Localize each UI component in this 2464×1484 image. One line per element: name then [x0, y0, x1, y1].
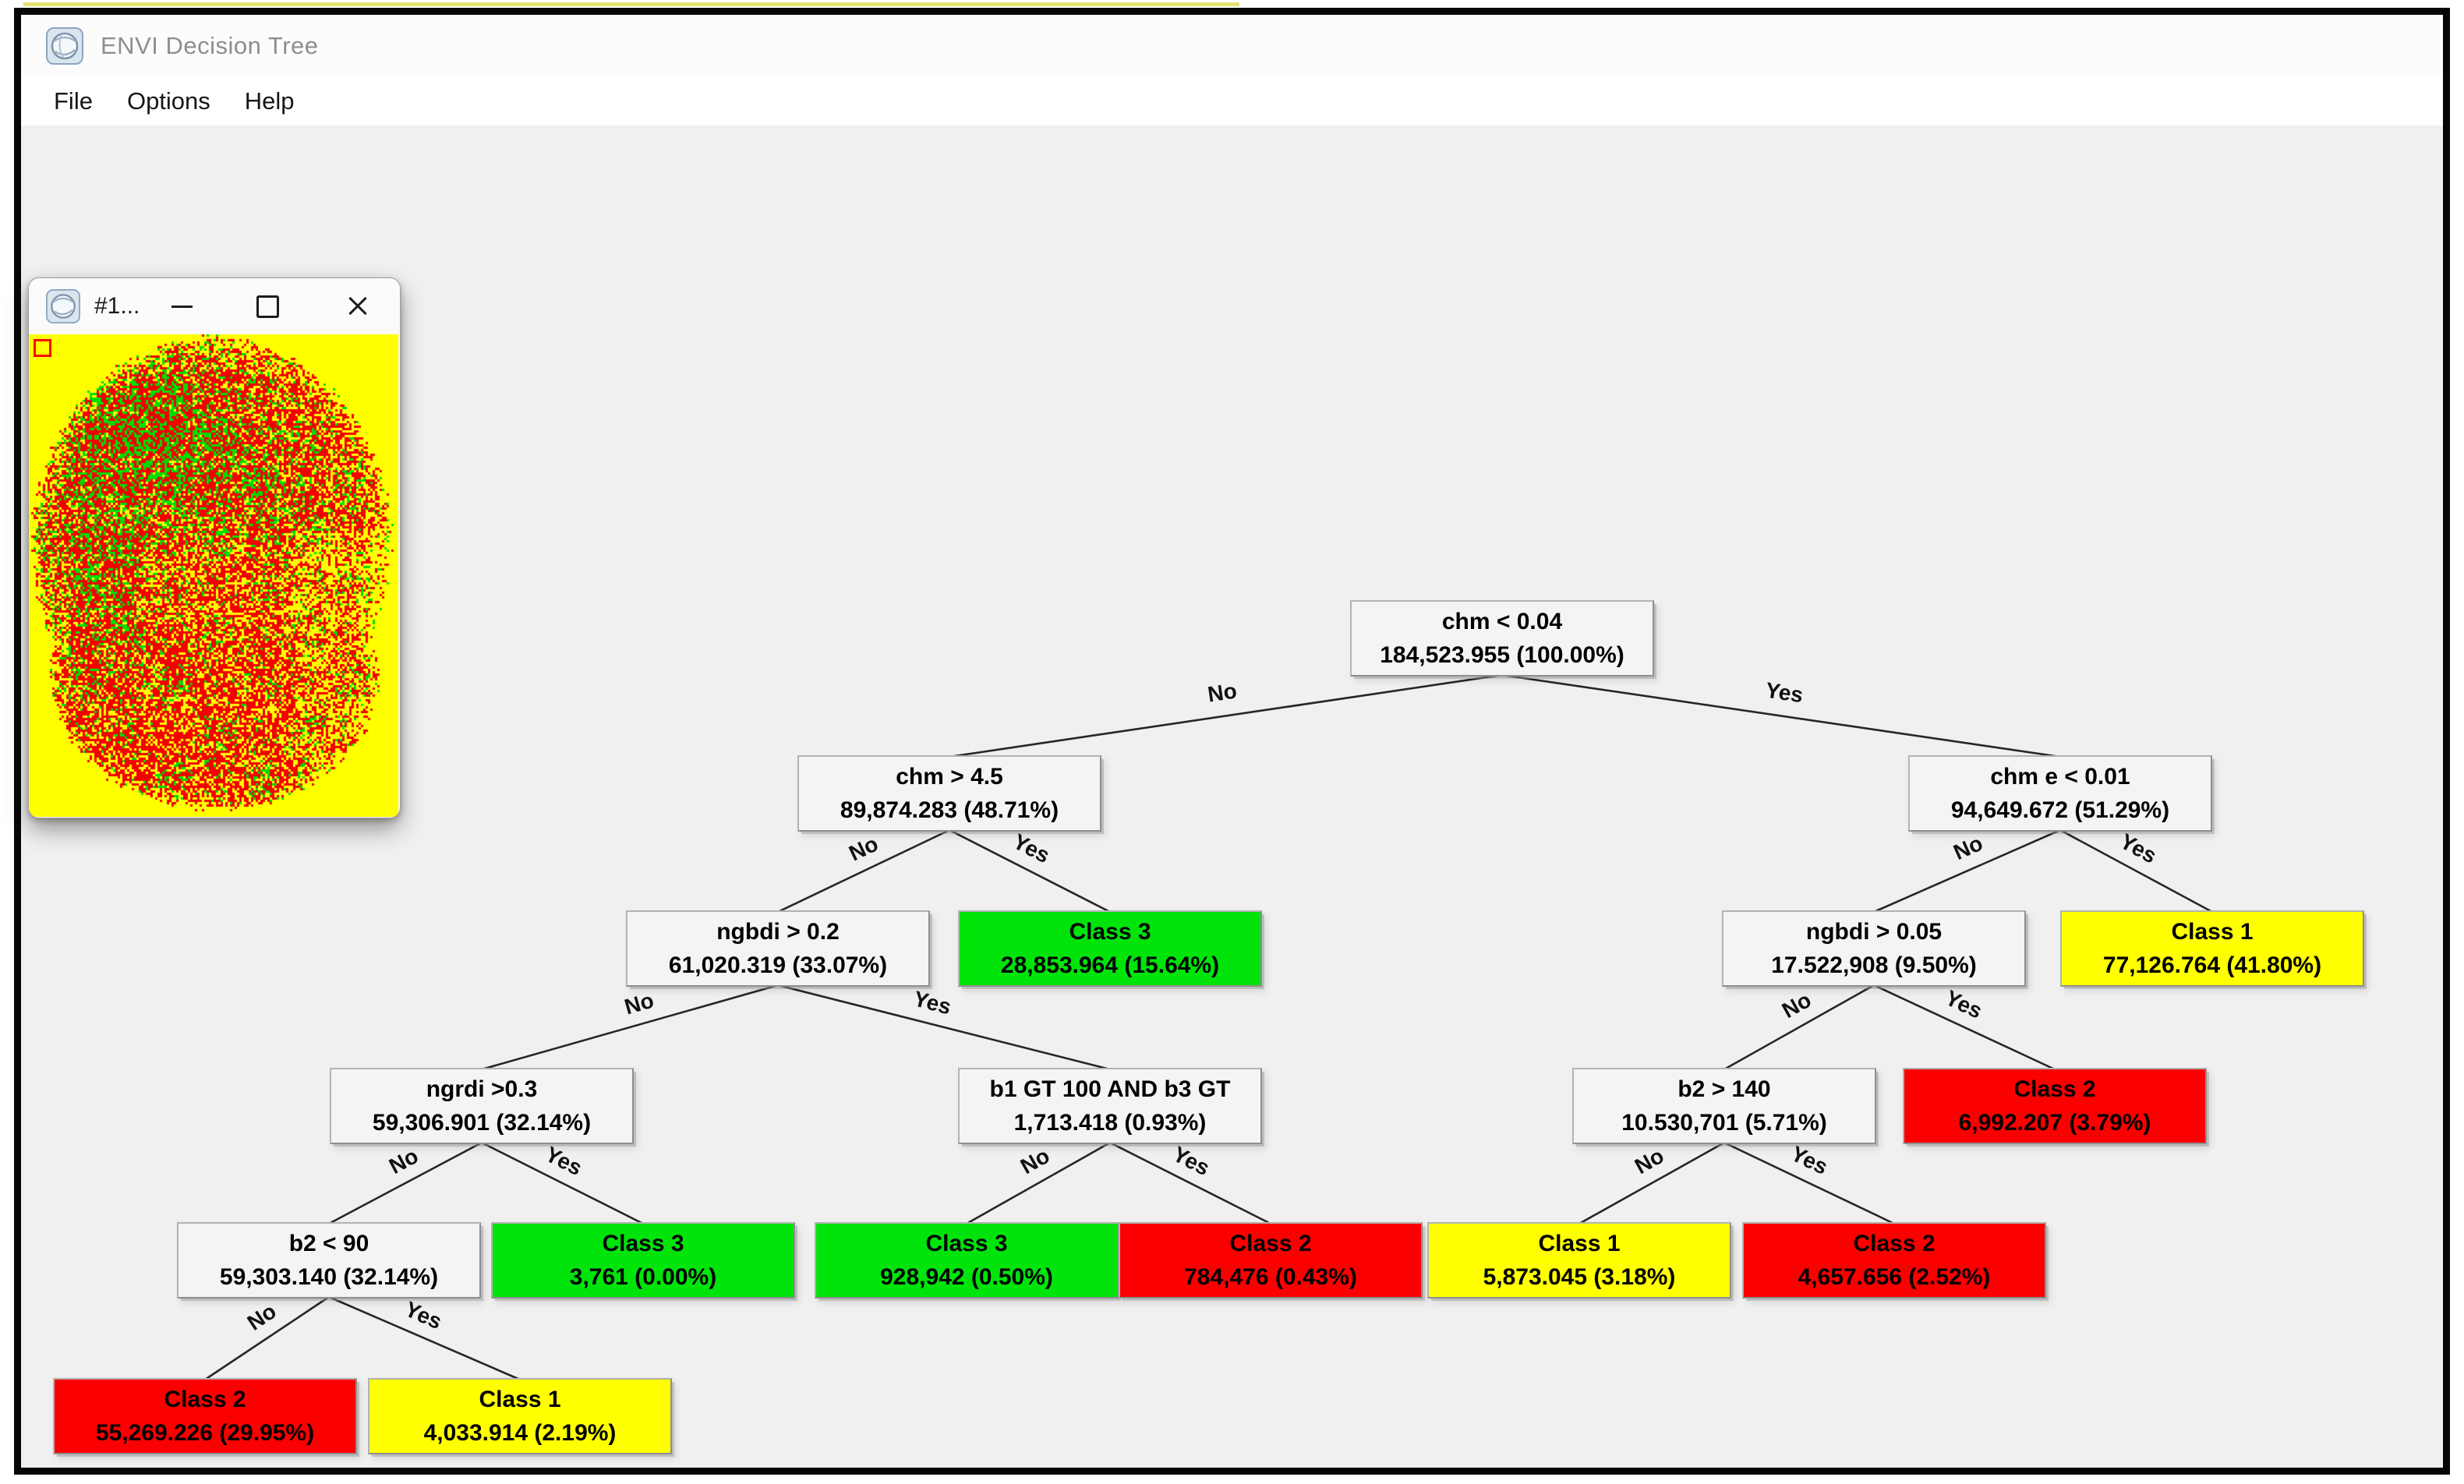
- node-value: 1,713.418 (0.93%): [1013, 1110, 1207, 1136]
- node-value: 55,269.226 (29.95%): [95, 1420, 315, 1446]
- node-label: Class 2: [2013, 1076, 2096, 1102]
- node-label: b2 > 140: [1677, 1076, 1771, 1102]
- node-value: 89,874.283 (48.71%): [840, 797, 1059, 823]
- node-label: b2 < 90: [288, 1231, 369, 1256]
- node-label: Class 3: [602, 1231, 684, 1256]
- tree-node-n5d[interactable]: Class 2 784,476 (0.43%): [1119, 1222, 1423, 1298]
- child-window-icon: [46, 289, 80, 323]
- minimize-icon: [171, 305, 193, 308]
- node-label: chm e < 0.01: [1990, 764, 2130, 790]
- node-label: Class 3: [925, 1231, 1008, 1256]
- tree-node-n2l[interactable]: chm > 4.5 89,874.283 (48.71%): [797, 755, 1101, 832]
- tree-node-n5c[interactable]: Class 3 928,942 (0.50%): [815, 1222, 1119, 1298]
- node-value: 10.530,701 (5.71%): [1621, 1110, 1827, 1136]
- tree-node-n3d[interactable]: Class 1 77,126.764 (41.80%): [2060, 910, 2364, 987]
- title-bar: ENVI Decision Tree: [21, 15, 2443, 77]
- background-window-sliver: [23, 2, 1239, 6]
- node-value: 77,126.764 (41.80%): [2102, 952, 2322, 978]
- node-value: 61,020.319 (33.07%): [668, 952, 888, 978]
- envi-app-icon: [46, 27, 83, 65]
- node-value: 184,523.955 (100.00%): [1380, 642, 1624, 668]
- child-window-title-bar[interactable]: #1...: [29, 278, 400, 334]
- maximize-button[interactable]: [253, 292, 281, 320]
- maximize-icon: [256, 295, 279, 318]
- child-window-title: #1...: [94, 293, 140, 319]
- minimize-button[interactable]: [168, 292, 196, 320]
- tree-node-n3b[interactable]: Class 3 28,853.964 (15.64%): [958, 910, 1262, 987]
- tree-node-n4d[interactable]: Class 2 6,992.207 (3.79%): [1903, 1068, 2207, 1144]
- tree-node-n4c[interactable]: b2 > 140 10.530,701 (5.71%): [1572, 1068, 1876, 1144]
- tree-node-n5e[interactable]: Class 1 5,873.045 (3.18%): [1427, 1222, 1731, 1298]
- menu-file[interactable]: File: [54, 87, 93, 115]
- node-value: 3,761 (0.00%): [569, 1264, 717, 1290]
- node-label: chm < 0.04: [1441, 609, 1563, 634]
- tree-node-n5a[interactable]: b2 < 90 59,303.140 (32.14%): [177, 1222, 481, 1298]
- node-label: Class 2: [164, 1387, 246, 1412]
- image-display-window[interactable]: #1...: [28, 277, 401, 818]
- node-value: 94,649.672 (51.29%): [1950, 797, 2170, 823]
- node-label: Class 1: [479, 1387, 561, 1412]
- node-value: 784,476 (0.43%): [1184, 1264, 1357, 1290]
- node-label: Class 3: [1069, 919, 1151, 945]
- window-title: ENVI Decision Tree: [101, 32, 319, 59]
- node-label: b1 GT 100 AND b3 GT: [989, 1076, 1231, 1102]
- tree-node-n5b[interactable]: Class 3 3,761 (0.00%): [491, 1222, 795, 1298]
- tree-node-n5f[interactable]: Class 2 4,657.656 (2.52%): [1742, 1222, 2046, 1298]
- classification-image[interactable]: [29, 334, 398, 817]
- node-label: ngrdi >0.3: [426, 1076, 538, 1102]
- tree-node-root[interactable]: chm < 0.04 184,523.955 (100.00%): [1350, 600, 1654, 677]
- menu-help[interactable]: Help: [244, 87, 295, 115]
- node-value: 28,853.964 (15.64%): [1000, 952, 1220, 978]
- tree-node-n6b[interactable]: Class 1 4,033.914 (2.19%): [368, 1378, 672, 1454]
- close-button[interactable]: [344, 292, 372, 320]
- node-label: Class 2: [1229, 1231, 1312, 1256]
- node-value: 928,942 (0.50%): [880, 1264, 1053, 1290]
- tree-node-n4b[interactable]: b1 GT 100 AND b3 GT 1,713.418 (0.93%): [958, 1068, 1262, 1144]
- node-value: 59,306.901 (32.14%): [372, 1110, 592, 1136]
- menu-options[interactable]: Options: [126, 87, 210, 115]
- node-label: Class 2: [1853, 1231, 1935, 1256]
- tree-node-n2r[interactable]: chm e < 0.01 94,649.672 (51.29%): [1908, 755, 2212, 832]
- menu-bar: File Options Help: [21, 77, 2443, 125]
- tree-node-n3a[interactable]: ngbdi > 0.2 61,020.319 (33.07%): [626, 910, 930, 987]
- close-icon: [347, 295, 369, 317]
- node-value: 59,303.140 (32.14%): [219, 1264, 439, 1290]
- node-value: 4,657.656 (2.52%): [1798, 1264, 1991, 1290]
- node-value: 17.522,908 (9.50%): [1771, 952, 1977, 978]
- tree-node-n6a[interactable]: Class 2 55,269.226 (29.95%): [53, 1378, 357, 1454]
- node-value: 4,033.914 (2.19%): [423, 1420, 617, 1446]
- node-label: Class 1: [1538, 1231, 1621, 1256]
- node-value: 5,873.045 (3.18%): [1483, 1264, 1676, 1290]
- tree-node-n4a[interactable]: ngrdi >0.3 59,306.901 (32.14%): [330, 1068, 634, 1144]
- roi-indicator: [34, 339, 51, 357]
- node-label: chm > 4.5: [896, 764, 1003, 790]
- tree-node-n3c[interactable]: ngbdi > 0.05 17.522,908 (9.50%): [1722, 910, 2026, 987]
- node-label: ngbdi > 0.2: [716, 919, 840, 945]
- node-label: Class 1: [2171, 919, 2254, 945]
- node-value: 6,992.207 (3.79%): [1958, 1110, 2151, 1136]
- node-label: ngbdi > 0.05: [1805, 919, 1943, 945]
